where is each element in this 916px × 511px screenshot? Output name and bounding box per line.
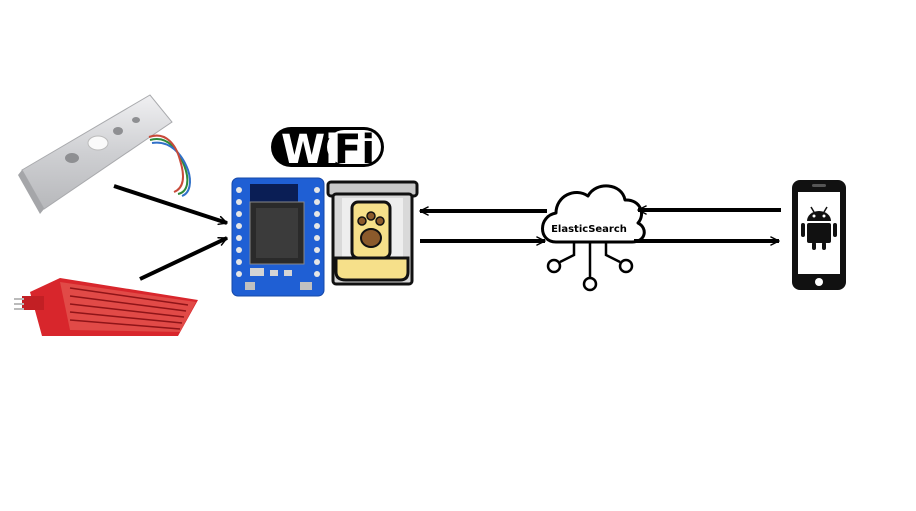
wifi-left-text: Wi	[281, 127, 339, 173]
wemos-d1-mini-board-image	[231, 177, 325, 297]
pet-feeder-icon	[326, 180, 419, 286]
android-phone-icon	[792, 180, 846, 290]
wifi-logo: Wi Fi	[271, 127, 384, 173]
android-robot-icon	[801, 206, 837, 250]
cloud-network-icon: ElasticSearch	[541, 184, 646, 292]
load-cell-sensor-image	[18, 94, 191, 214]
cloud-label: ElasticSearch	[551, 224, 627, 235]
wifi-right-text: Fi	[334, 127, 375, 173]
water-level-sensor-image	[14, 278, 198, 336]
arrow-water-sensor-to-board	[139, 236, 228, 281]
arrow-load-cell-to-board	[113, 184, 228, 226]
